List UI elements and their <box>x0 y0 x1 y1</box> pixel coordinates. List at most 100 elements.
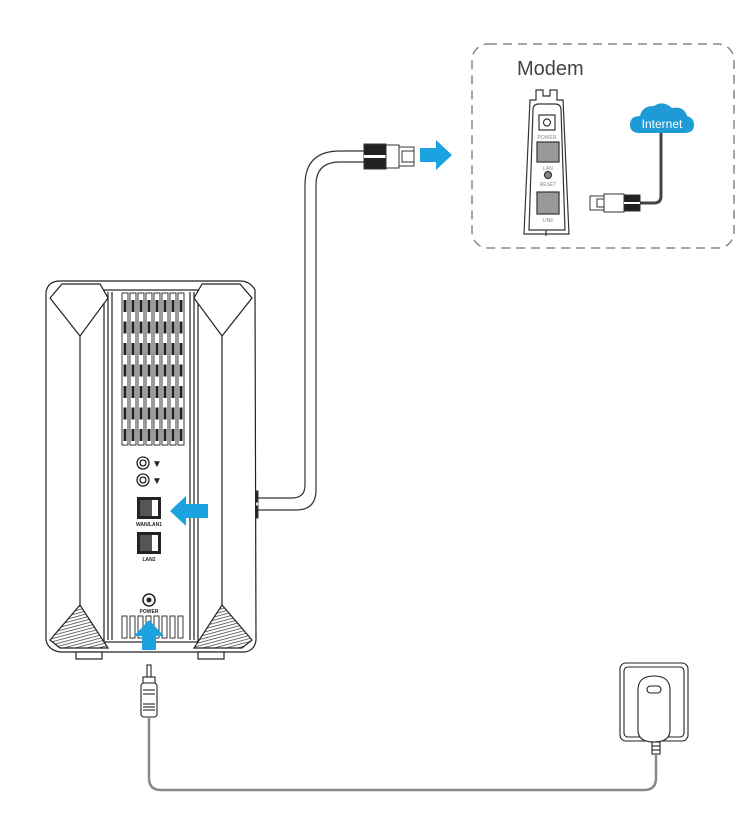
vent-slot <box>123 407 127 420</box>
vent-slot <box>171 321 175 334</box>
vent-slot <box>123 364 127 377</box>
modem-reset-button <box>543 170 553 180</box>
vent-slot <box>139 364 143 377</box>
modem-panel-border <box>471 43 735 249</box>
vent-slot <box>131 364 135 377</box>
router-lan2-label: LAN2 <box>142 557 155 563</box>
arrow-to-router-wan <box>170 496 208 526</box>
vent-slot <box>163 364 167 377</box>
direction-arrows <box>134 140 452 650</box>
vent-slot <box>123 429 127 441</box>
vent-slot <box>155 364 159 377</box>
bottom-vent-slot <box>161 615 168 639</box>
vent-slot <box>147 407 151 420</box>
vent-slot <box>139 300 143 312</box>
vent-column <box>129 292 137 446</box>
vent-slot <box>163 300 167 312</box>
vent-slot <box>147 321 151 334</box>
power-plug-dc-icon <box>140 664 158 718</box>
vent-slot <box>163 407 167 420</box>
wifi-led-2-icon: ▼ <box>152 476 162 487</box>
modem-line-label: LINE <box>542 218 554 224</box>
modem-title: Modem <box>517 58 584 80</box>
vent-slot <box>147 429 151 441</box>
modem-panel: Modem POWER LAN RESET LINE Internet <box>471 43 735 249</box>
modem-power-port <box>538 114 556 131</box>
router-vent-grille <box>121 292 185 446</box>
router-led-1: ▼ <box>136 456 162 470</box>
vent-slot <box>131 321 135 334</box>
vent-slot <box>131 343 135 355</box>
vent-slot <box>179 429 183 441</box>
internet-label: Internet <box>642 117 683 131</box>
vent-slot <box>171 429 175 441</box>
vent-slot <box>163 386 167 398</box>
vent-slot <box>179 386 183 398</box>
internet-cloud-icon: Internet <box>630 103 694 133</box>
vent-slot <box>147 364 151 377</box>
router-lan2-port <box>137 532 161 554</box>
vent-slot <box>163 321 167 334</box>
modem-lan-port <box>536 141 560 163</box>
vent-slot <box>179 364 183 377</box>
vent-slot <box>155 321 159 334</box>
vent-slot <box>179 300 183 312</box>
vent-slot <box>131 407 135 420</box>
vent-column <box>169 292 177 446</box>
modem-lan-label: LAN <box>543 166 553 172</box>
vent-slot <box>179 321 183 334</box>
vent-column <box>161 292 169 446</box>
router-power-label: POWER <box>140 609 159 615</box>
vent-slot <box>147 386 151 398</box>
bottom-vent-slot <box>177 615 184 639</box>
vent-column <box>137 292 145 446</box>
vent-slot <box>179 407 183 420</box>
vent-slot <box>123 386 127 398</box>
vent-column <box>145 292 153 446</box>
vent-slot <box>147 300 151 312</box>
vent-slot <box>171 343 175 355</box>
vent-slot <box>171 364 175 377</box>
power-cable <box>147 717 658 792</box>
ethernet-plug-modem-end-icon <box>363 143 415 170</box>
router-wan-lan1-label: WAN/LAN1 <box>136 522 162 528</box>
vent-slot <box>163 429 167 441</box>
vent-slot <box>123 300 127 312</box>
vent-slot <box>131 300 135 312</box>
vent-slot <box>171 300 175 312</box>
vent-column <box>177 292 185 446</box>
vent-slot <box>179 343 183 355</box>
vent-slot <box>155 300 159 312</box>
modem-power-label: POWER <box>538 135 557 141</box>
vent-slot <box>171 386 175 398</box>
vent-slot <box>139 343 143 355</box>
arrow-to-modem-lan <box>420 140 452 170</box>
vent-slot <box>155 429 159 441</box>
power-adapter-icon <box>637 675 671 755</box>
vent-slot <box>123 321 127 334</box>
router-led-2: ▼ <box>136 473 162 487</box>
line-rj45-plug-icon <box>589 193 641 213</box>
router-device <box>45 280 257 660</box>
vent-slot <box>139 407 143 420</box>
arrow-to-router-power <box>134 620 164 650</box>
modem-line-port <box>536 191 560 215</box>
router-power-port <box>142 593 156 607</box>
vent-column <box>153 292 161 446</box>
bottom-vent-slot <box>121 615 128 639</box>
router-wan-lan1-port <box>137 497 161 519</box>
vent-column <box>121 292 129 446</box>
vent-slot <box>163 343 167 355</box>
modem-reset-label: RESET <box>540 182 557 188</box>
modem-device <box>523 89 570 236</box>
vent-slot <box>131 386 135 398</box>
wifi-led-1-icon: ▼ <box>152 459 162 470</box>
vent-slot <box>155 407 159 420</box>
vent-slot <box>155 386 159 398</box>
vent-slot <box>139 386 143 398</box>
internet-cable <box>640 133 663 205</box>
vent-slot <box>171 407 175 420</box>
vent-slot <box>155 343 159 355</box>
vent-slot <box>123 343 127 355</box>
